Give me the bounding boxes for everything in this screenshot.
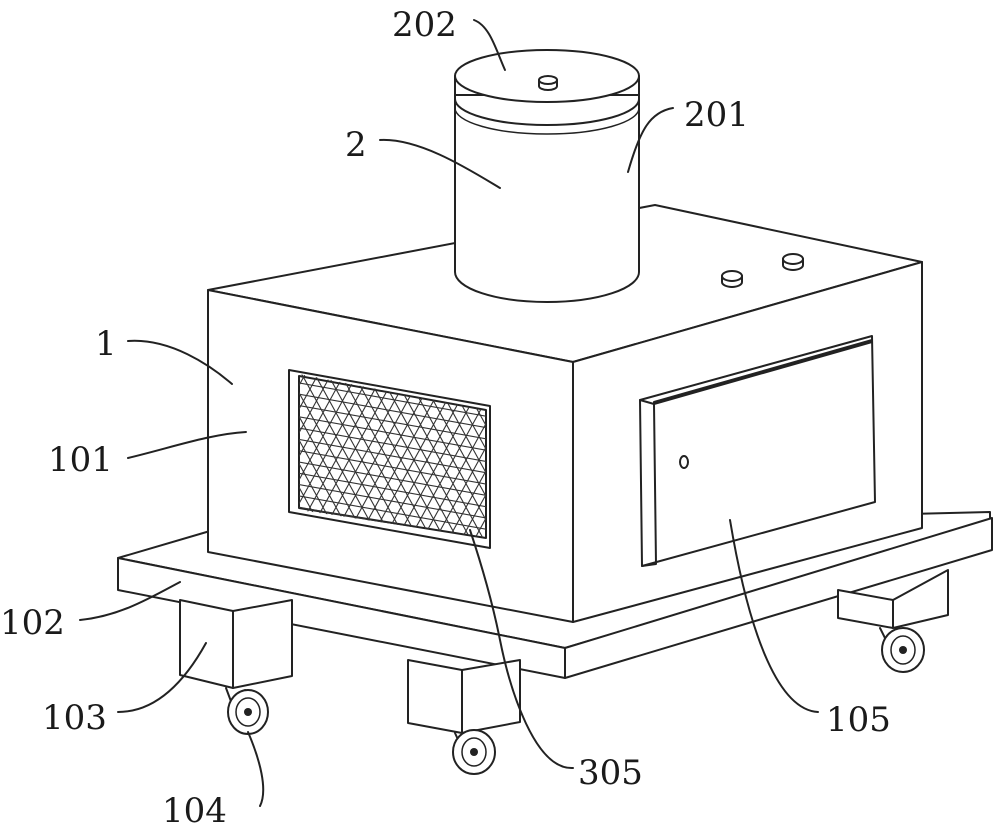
door-lock-icon bbox=[680, 456, 688, 468]
foot-block-middle bbox=[408, 660, 520, 733]
label-1: 1 bbox=[95, 324, 117, 364]
label-201: 201 bbox=[684, 95, 749, 135]
cylinder bbox=[455, 50, 639, 302]
label-104: 104 bbox=[162, 791, 227, 831]
caster-middle bbox=[453, 730, 495, 774]
lid-knob bbox=[539, 76, 557, 84]
label-101: 101 bbox=[48, 440, 113, 480]
label-102: 102 bbox=[0, 603, 65, 643]
caster-right bbox=[880, 628, 924, 672]
caster-left bbox=[226, 688, 268, 734]
label-305: 305 bbox=[578, 753, 643, 793]
label-105: 105 bbox=[826, 700, 891, 740]
label-103: 103 bbox=[42, 698, 107, 738]
foot-block-left bbox=[180, 600, 292, 688]
label-202: 202 bbox=[392, 5, 457, 45]
label-2: 2 bbox=[345, 125, 367, 165]
